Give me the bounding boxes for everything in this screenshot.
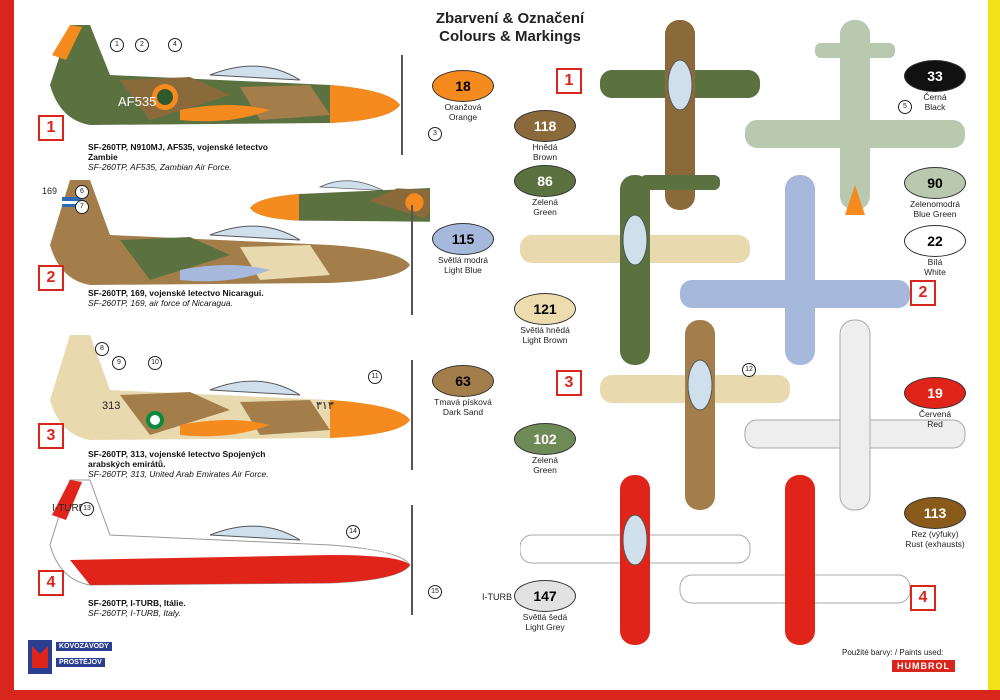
manufacturer-logo: KOVOZÁVODY PROSTĚJOV [28, 640, 148, 680]
code-313: 313 [102, 400, 121, 412]
code-169: 169 [42, 186, 58, 196]
code-313-arabic: ٣١٣ [316, 400, 334, 412]
callout-12: 12 [742, 363, 756, 377]
scheme-3-caption-en: SF-260TP, 313, United Arab Emirates Air … [88, 469, 269, 479]
callout-1: 1 [110, 38, 124, 52]
swatch-22: 22 Bílá White [890, 225, 980, 277]
aircraft-4-side-a [49, 479, 413, 615]
code-af535-b: AF535 [453, 166, 483, 177]
code-i-turb-a: I-TURB [52, 503, 86, 514]
callout-8: 8 [95, 342, 109, 356]
callout-15: 15 [428, 585, 442, 599]
swatch-18-chip: 18 [432, 70, 494, 102]
swatch-147: 147 Světlá šedá Light Grey [500, 580, 590, 632]
scheme-4-caption-cz: SF-260TP, I-TURB, Itálie. [88, 598, 186, 608]
swatch-118: 118 Hnědá Brown [500, 110, 590, 162]
swatch-86: 86 Zelená Green [500, 165, 590, 217]
aircraft-2-top [520, 175, 750, 365]
swatch-19: 19 Červená Red [890, 377, 980, 429]
swatch-19-chip: 19 [904, 377, 966, 409]
scheme-4-caption-en: SF-260TP, I-TURB, Italy. [88, 608, 181, 618]
code-i-turb-b: I-TURB [482, 592, 512, 602]
swatch-90-chip: 90 [904, 167, 966, 199]
callout-14: 14 [346, 525, 360, 539]
scheme-1-caption-en: SF-260TP, AF535, Zambian Air Force. [88, 162, 232, 172]
scheme-3-number: 3 [38, 423, 64, 449]
callout-11: 11 [368, 370, 382, 384]
plan-scheme-3-number: 3 [556, 370, 582, 396]
swatch-115-chip: 115 [432, 223, 494, 255]
callout-13: 13 [80, 502, 94, 516]
swatch-33: 33 Černá Black [890, 60, 980, 112]
swatch-18: 18 Oranžová Orange [418, 70, 508, 122]
swatch-121-chip: 121 [514, 293, 576, 325]
swatch-63-chip: 63 [432, 365, 494, 397]
fuselage-text-4: Siai-marchetti SF260TP [322, 548, 397, 555]
scheme-1-caption: SF-260TP, N910MJ, AF535, vojenské letect… [88, 142, 273, 172]
title-en: Colours & Markings [439, 28, 581, 45]
callout-5: 5 [898, 100, 912, 114]
paints-used-label: Použité barvy: / Paints used: [842, 648, 944, 657]
aircraft-1-bottom [745, 20, 965, 215]
scheme-3-caption: SF-260TP, 313, vojenské letectvo Spojený… [88, 449, 273, 479]
side-views-artwork [49, 25, 430, 615]
swatch-121: 121 Světlá hnědá Light Brown [500, 293, 590, 345]
scheme-3-caption-cz: SF-260TP, 313, vojenské letectvo Spojený… [88, 449, 266, 469]
left-border-stripe [0, 0, 14, 700]
swatch-90: 90 Zelenomodrá Blue Green [890, 167, 980, 219]
callout-2: 2 [135, 38, 149, 52]
swatch-102: 102 Zelená Green [500, 423, 590, 475]
swatch-22-chip: 22 [904, 225, 966, 257]
aircraft-2-bottom [680, 175, 910, 365]
swatch-147-chip: 147 [514, 580, 576, 612]
humbrol-logo: HUMBROL [892, 660, 955, 672]
callout-3: 3 [428, 127, 442, 141]
title-cz: Zbarvení & Označení [435, 10, 585, 27]
scheme-2-number: 2 [38, 265, 64, 291]
logo-bottom-text: PROSTĚJOV [56, 658, 105, 667]
swatch-102-chip: 102 [514, 423, 576, 455]
scheme-1-caption-cz: SF-260TP, N910MJ, AF535, vojenské letect… [88, 142, 269, 162]
callout-10: 10 [148, 356, 162, 370]
scheme-1-number: 1 [38, 115, 64, 141]
scheme-4-number: 4 [38, 570, 64, 596]
plan-scheme-1-number: 1 [556, 68, 582, 94]
scheme-2-caption: SF-260TP, 169, vojenské letectvo Nicarag… [88, 288, 273, 308]
callout-7: 7 [75, 200, 89, 214]
swatch-113-chip: 113 [904, 497, 966, 529]
plan-scheme-2-number: 2 [910, 280, 936, 306]
logo-top-text: KOVOZÁVODY [56, 642, 112, 651]
aircraft-1-side-b [250, 180, 430, 222]
callout-9: 9 [112, 356, 126, 370]
swatch-115: 115 Světlá modrá Light Blue [418, 223, 508, 275]
callout-6: 6 [75, 185, 89, 199]
plan-scheme-4-number: 4 [910, 585, 936, 611]
aircraft-1-side-a [50, 25, 403, 155]
aircraft-4-top [520, 475, 751, 645]
swatch-118-chip: 118 [514, 110, 576, 142]
code-af535-a: AF535 [118, 94, 157, 109]
bottom-border-stripe [0, 690, 1000, 700]
scheme-2-caption-en: SF-260TP, 169, air force of Nicaragua. [88, 298, 233, 308]
swatch-86-chip: 86 [514, 165, 576, 197]
plan-views-artwork [520, 20, 966, 645]
swatch-63: 63 Tmavá písková Dark Sand [418, 365, 508, 417]
aircraft-3-top [600, 320, 790, 510]
callout-4: 4 [168, 38, 182, 52]
aircraft-3-side-a [50, 335, 413, 470]
scheme-4-caption: SF-260TP, I-TURB, Itálie. SF-260TP, I-TU… [88, 598, 273, 618]
swatch-113: 113 Rez (výfuky) Rust (exhausts) [890, 497, 980, 549]
scheme-2-caption-cz: SF-260TP, 169, vojenské letectvo Nicarag… [88, 288, 264, 298]
aircraft-1-top [600, 20, 760, 210]
swatch-33-chip: 33 [904, 60, 966, 92]
aircraft-3-bottom [744, 319, 966, 511]
aircraft-2-side-a [50, 180, 413, 315]
kp-logo-icon [28, 640, 52, 674]
